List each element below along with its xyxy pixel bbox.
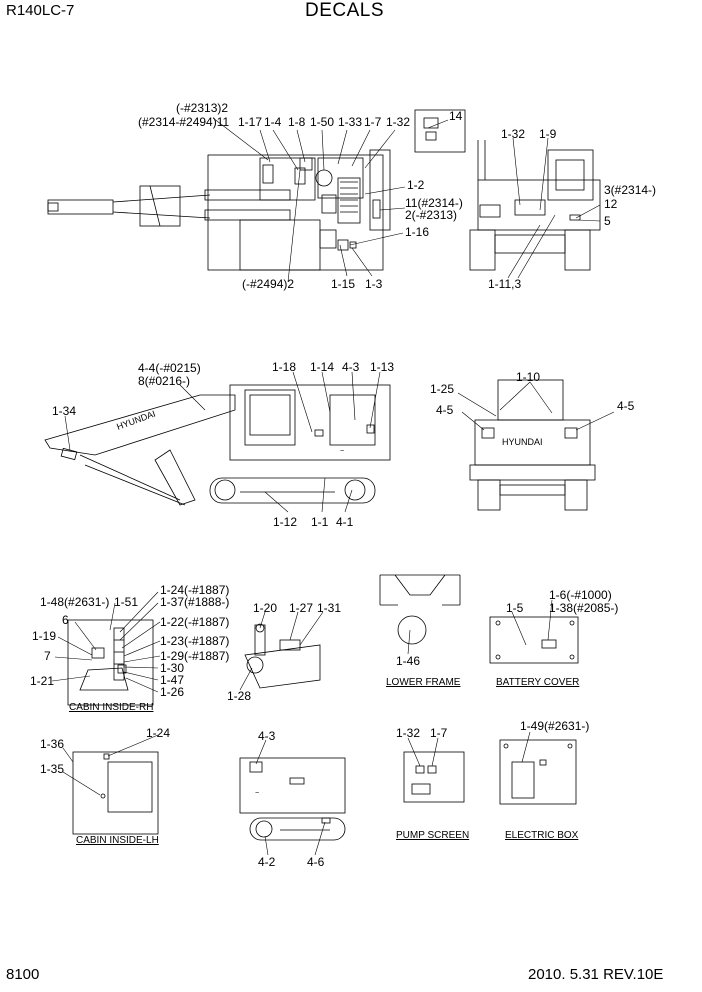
label-rear2-1: 1-10 [516, 370, 540, 384]
label-side-0: 4-4(-#0215) [138, 361, 201, 375]
label-side-6: 1-13 [370, 360, 394, 374]
label-top-8: 1-32 [386, 115, 410, 129]
leader-lines [51, 117, 615, 856]
label-rear-0: 1-32 [501, 127, 525, 141]
label-crh-2: 1-48(#2631-) [40, 595, 109, 609]
label-con-0: 1-20 [253, 601, 277, 615]
label-crh-8: 7 [44, 649, 51, 663]
label-rear2-2: 4-5 [436, 403, 454, 417]
caption-cabin-inside-rh: CABIN INSIDE-RH [69, 702, 153, 713]
label-rear-2: 3(#2314-) [604, 183, 656, 197]
battery-cover-drawing [489, 616, 579, 664]
label-top-11: 11(#2314-) [405, 196, 463, 210]
model-number: R140LC-7 [6, 2, 75, 19]
revision-date: 2010. 5.31 REV.10E [528, 966, 664, 983]
label-elec-0: 1-49(#2631-) [520, 719, 589, 733]
label-crh-13: 1-26 [160, 685, 184, 699]
label-s2-0: 4-3 [258, 729, 276, 743]
console-drawing [244, 623, 321, 689]
callout-labels: (-#2313)2 (#2314-#2494)11 1-17 1-4 1-8 1… [30, 101, 656, 869]
section-captions: CABIN INSIDE-RH CABIN INSIDE-LH LOWER FR… [69, 677, 579, 846]
label-clh-0: 1-24 [146, 726, 170, 740]
caption-lower-frame: LOWER FRAME [386, 677, 461, 688]
caption-cabin-inside-lh: CABIN INSIDE-LH [76, 835, 159, 846]
label-side-9: 4-1 [336, 515, 354, 529]
label-rear2-3: 4-5 [617, 399, 635, 413]
electric-box-drawing [499, 739, 577, 805]
label-top-13: 1-16 [405, 225, 429, 239]
label-con-1: 1-27 [289, 601, 313, 615]
label-top-16: 1-3 [365, 277, 383, 291]
label-crh-11: 1-47 [160, 673, 184, 687]
label-bat-1: 1-6(-#1000) [549, 588, 612, 602]
rear-view-drawing [469, 140, 601, 271]
label-crh-3: 1-51 [114, 595, 138, 609]
label-s2-1: 4-2 [258, 855, 276, 869]
boom-brand-text: HYUNDAI [115, 409, 156, 432]
page-number: 8100 [6, 966, 40, 983]
cabin-lh-drawing [72, 751, 159, 835]
label-pump-1: 1-7 [430, 726, 448, 740]
label-side-8: 1-1 [311, 515, 329, 529]
label-side-3: 1-18 [272, 360, 296, 374]
label-top-15: 1-15 [331, 277, 355, 291]
label-top-12: 2(-#2313) [405, 208, 457, 222]
label-crh-12: 1-21 [30, 674, 54, 688]
caption-electric-box: ELECTRIC BOX [505, 830, 579, 841]
label-crh-10: 1-30 [160, 661, 184, 675]
label-crh-7: 1-23(-#1887) [160, 634, 229, 648]
caption-pump-screen: PUMP SCREEN [396, 830, 469, 841]
label-side-1: 8(#0216-) [138, 374, 190, 388]
top-view-drawing [47, 109, 466, 271]
label-top-5: 1-50 [310, 115, 334, 129]
label-rear-5: 1-11,3 [488, 277, 521, 291]
side-view-drawing: HYUNDAI ~ [44, 384, 391, 506]
caption-battery-cover: BATTERY COVER [496, 677, 579, 688]
label-crh-1: 1-37(#1888-) [160, 595, 229, 609]
label-con-3: 1-28 [227, 689, 251, 703]
rear-brand-text: HYUNDAI [502, 437, 543, 447]
pump-screen-drawing [403, 751, 465, 803]
label-side-4: 1-14 [310, 360, 334, 374]
label-con-2: 1-31 [317, 601, 341, 615]
label-top-7: 1-7 [364, 115, 382, 129]
label-crh-0: 1-24(-#1887) [160, 583, 229, 597]
label-side-2: 1-34 [52, 404, 76, 418]
label-lf-0: 1-46 [396, 654, 420, 668]
rear-view-2-drawing: HYUNDAI [469, 379, 596, 511]
lower-frame-drawing [379, 574, 461, 645]
label-top-0: (-#2313)2 [176, 101, 228, 115]
label-top-9: 14 [449, 109, 463, 123]
label-top-2: 1-17 [238, 115, 262, 129]
label-top-1: (#2314-#2494)11 [138, 115, 230, 129]
label-side-7: 1-12 [273, 515, 297, 529]
label-clh-1: 1-36 [40, 737, 64, 751]
label-rear-1: 1-9 [539, 127, 557, 141]
svg-text:~: ~ [340, 448, 344, 455]
label-crh-9: 1-29(-#1887) [160, 649, 229, 663]
label-side-5: 4-3 [342, 360, 360, 374]
label-top-4: 1-8 [288, 115, 306, 129]
label-rear-4: 5 [604, 214, 611, 228]
label-bat-2: 1-38(#2085-) [549, 601, 618, 615]
label-s2-2: 4-6 [307, 855, 325, 869]
label-clh-2: 1-35 [40, 762, 64, 776]
label-top-3: 1-4 [264, 115, 282, 129]
svg-text:~: ~ [255, 790, 259, 797]
label-rear2-0: 1-25 [430, 382, 454, 396]
label-pump-0: 1-32 [396, 726, 420, 740]
side-view-2-drawing: ~ [239, 757, 346, 841]
label-top-6: 1-33 [338, 115, 362, 129]
label-bat-0: 1-5 [506, 601, 524, 615]
label-top-10: 1-2 [407, 178, 425, 192]
label-top-14: (-#2494)2 [242, 277, 294, 291]
label-crh-5: 1-22(-#1887) [160, 615, 229, 629]
label-crh-4: 6 [62, 613, 69, 627]
label-crh-6: 1-19 [32, 629, 56, 643]
label-rear-3: 12 [604, 197, 618, 211]
page-title: DECALS [305, 0, 385, 21]
cabin-rh-drawing [67, 619, 154, 706]
